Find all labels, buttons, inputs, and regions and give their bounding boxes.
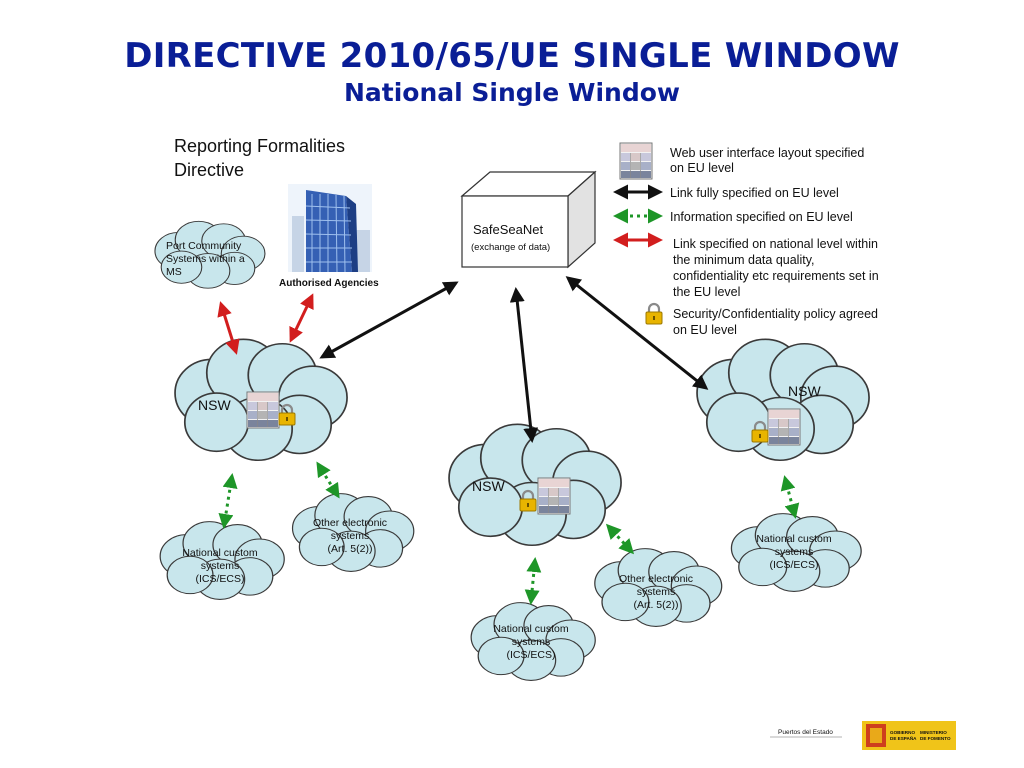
customs-label: (ICS/ECS) bbox=[769, 559, 818, 571]
gobierno-text: GOBIERNO bbox=[890, 730, 915, 735]
arrow-nsw-customs-center bbox=[524, 557, 542, 605]
other-label: (Art. 5(2)) bbox=[634, 599, 679, 611]
pcs-label: MS bbox=[166, 266, 182, 278]
puertos-logo: Puertos del Estado bbox=[770, 729, 842, 738]
customs-label: (ICS/ECS) bbox=[506, 649, 555, 661]
page-subtitle: National Single Window bbox=[343, 78, 681, 107]
arrow-nsw-customs-left bbox=[218, 473, 238, 529]
arrow-nsw-other-left bbox=[316, 461, 340, 499]
arrow-pcs-nsw bbox=[217, 301, 240, 355]
other-label: Other electronic bbox=[619, 573, 693, 585]
puertos-logo-text: Puertos del Estado bbox=[778, 729, 833, 736]
web-ui-icon bbox=[246, 391, 280, 429]
legend-lock-text: on EU level bbox=[673, 323, 737, 337]
customs-label: systems bbox=[512, 636, 551, 648]
arrow-agencies-nsw bbox=[289, 293, 314, 343]
rfd-label: Reporting Formalities bbox=[174, 136, 345, 156]
arrow-ssn-nsw-center bbox=[509, 287, 539, 443]
customs-label: National custom bbox=[756, 533, 832, 545]
pcs-label: Port Community bbox=[166, 240, 242, 252]
nsw-label: NSW bbox=[788, 383, 821, 399]
legend-red-text: the minimum data quality, bbox=[673, 253, 815, 267]
customs-label: National custom bbox=[182, 547, 258, 559]
legend-red-text: Link specified on national level within bbox=[673, 237, 878, 251]
agencies-label: Authorised Agencies bbox=[279, 278, 379, 289]
gobierno-text: DE ESPAÑA bbox=[890, 735, 917, 741]
web-ui-icon bbox=[619, 142, 653, 180]
ministerio-text: DE FOMENTO bbox=[920, 736, 951, 741]
ministerio-text: MINISTERIO bbox=[920, 730, 947, 735]
other-label: systems bbox=[637, 586, 676, 598]
other-label: systems bbox=[331, 530, 370, 542]
safeseanet-box bbox=[460, 170, 597, 269]
arrow-ssn-nsw-right bbox=[565, 276, 709, 390]
safeseanet-sub: (exchange of data) bbox=[471, 242, 550, 253]
pcs-label: Systems within a bbox=[166, 253, 245, 265]
gobierno-logo: GOBIERNO DE ESPAÑA MINISTERIO DE FOMENTO bbox=[862, 721, 956, 750]
customs-label: systems bbox=[201, 560, 240, 572]
arrow-ssn-nsw-left bbox=[319, 281, 459, 359]
legend-black-text: Link fully specified on EU level bbox=[670, 186, 839, 200]
customs-label: (ICS/ECS) bbox=[195, 573, 244, 585]
legend-red-text: confidentiality etc requirements set in bbox=[673, 269, 879, 283]
legend-red-text: the EU level bbox=[673, 285, 740, 299]
arrow-nsw-customs-right bbox=[780, 475, 800, 519]
page-title: DIRECTIVE 2010/65/UE SINGLE WINDOW bbox=[124, 36, 900, 76]
arrow-nsw-other-center bbox=[605, 523, 635, 555]
building-icon bbox=[288, 184, 372, 273]
other-label: Other electronic bbox=[313, 517, 387, 529]
nsw-label: NSW bbox=[472, 478, 505, 494]
legend: Web user interface layout specified on E… bbox=[613, 142, 879, 337]
lock-icon bbox=[644, 302, 664, 326]
legend-green-text: Information specified on EU level bbox=[670, 210, 853, 224]
rfd-label: Directive bbox=[174, 160, 244, 180]
legend-ui-text: Web user interface layout specified bbox=[670, 146, 864, 160]
web-ui-icon bbox=[537, 477, 571, 515]
customs-label: systems bbox=[775, 546, 814, 558]
customs-label: National custom bbox=[493, 623, 569, 635]
other-label: (Art. 5(2)) bbox=[328, 543, 373, 555]
safeseanet-title: SafeSeaNet bbox=[473, 222, 543, 237]
legend-lock-text: Security/Confidentiality policy agreed bbox=[673, 307, 878, 321]
nsw-label: NSW bbox=[198, 397, 231, 413]
legend-ui-text: on EU level bbox=[670, 161, 734, 175]
web-ui-icon bbox=[767, 408, 801, 446]
